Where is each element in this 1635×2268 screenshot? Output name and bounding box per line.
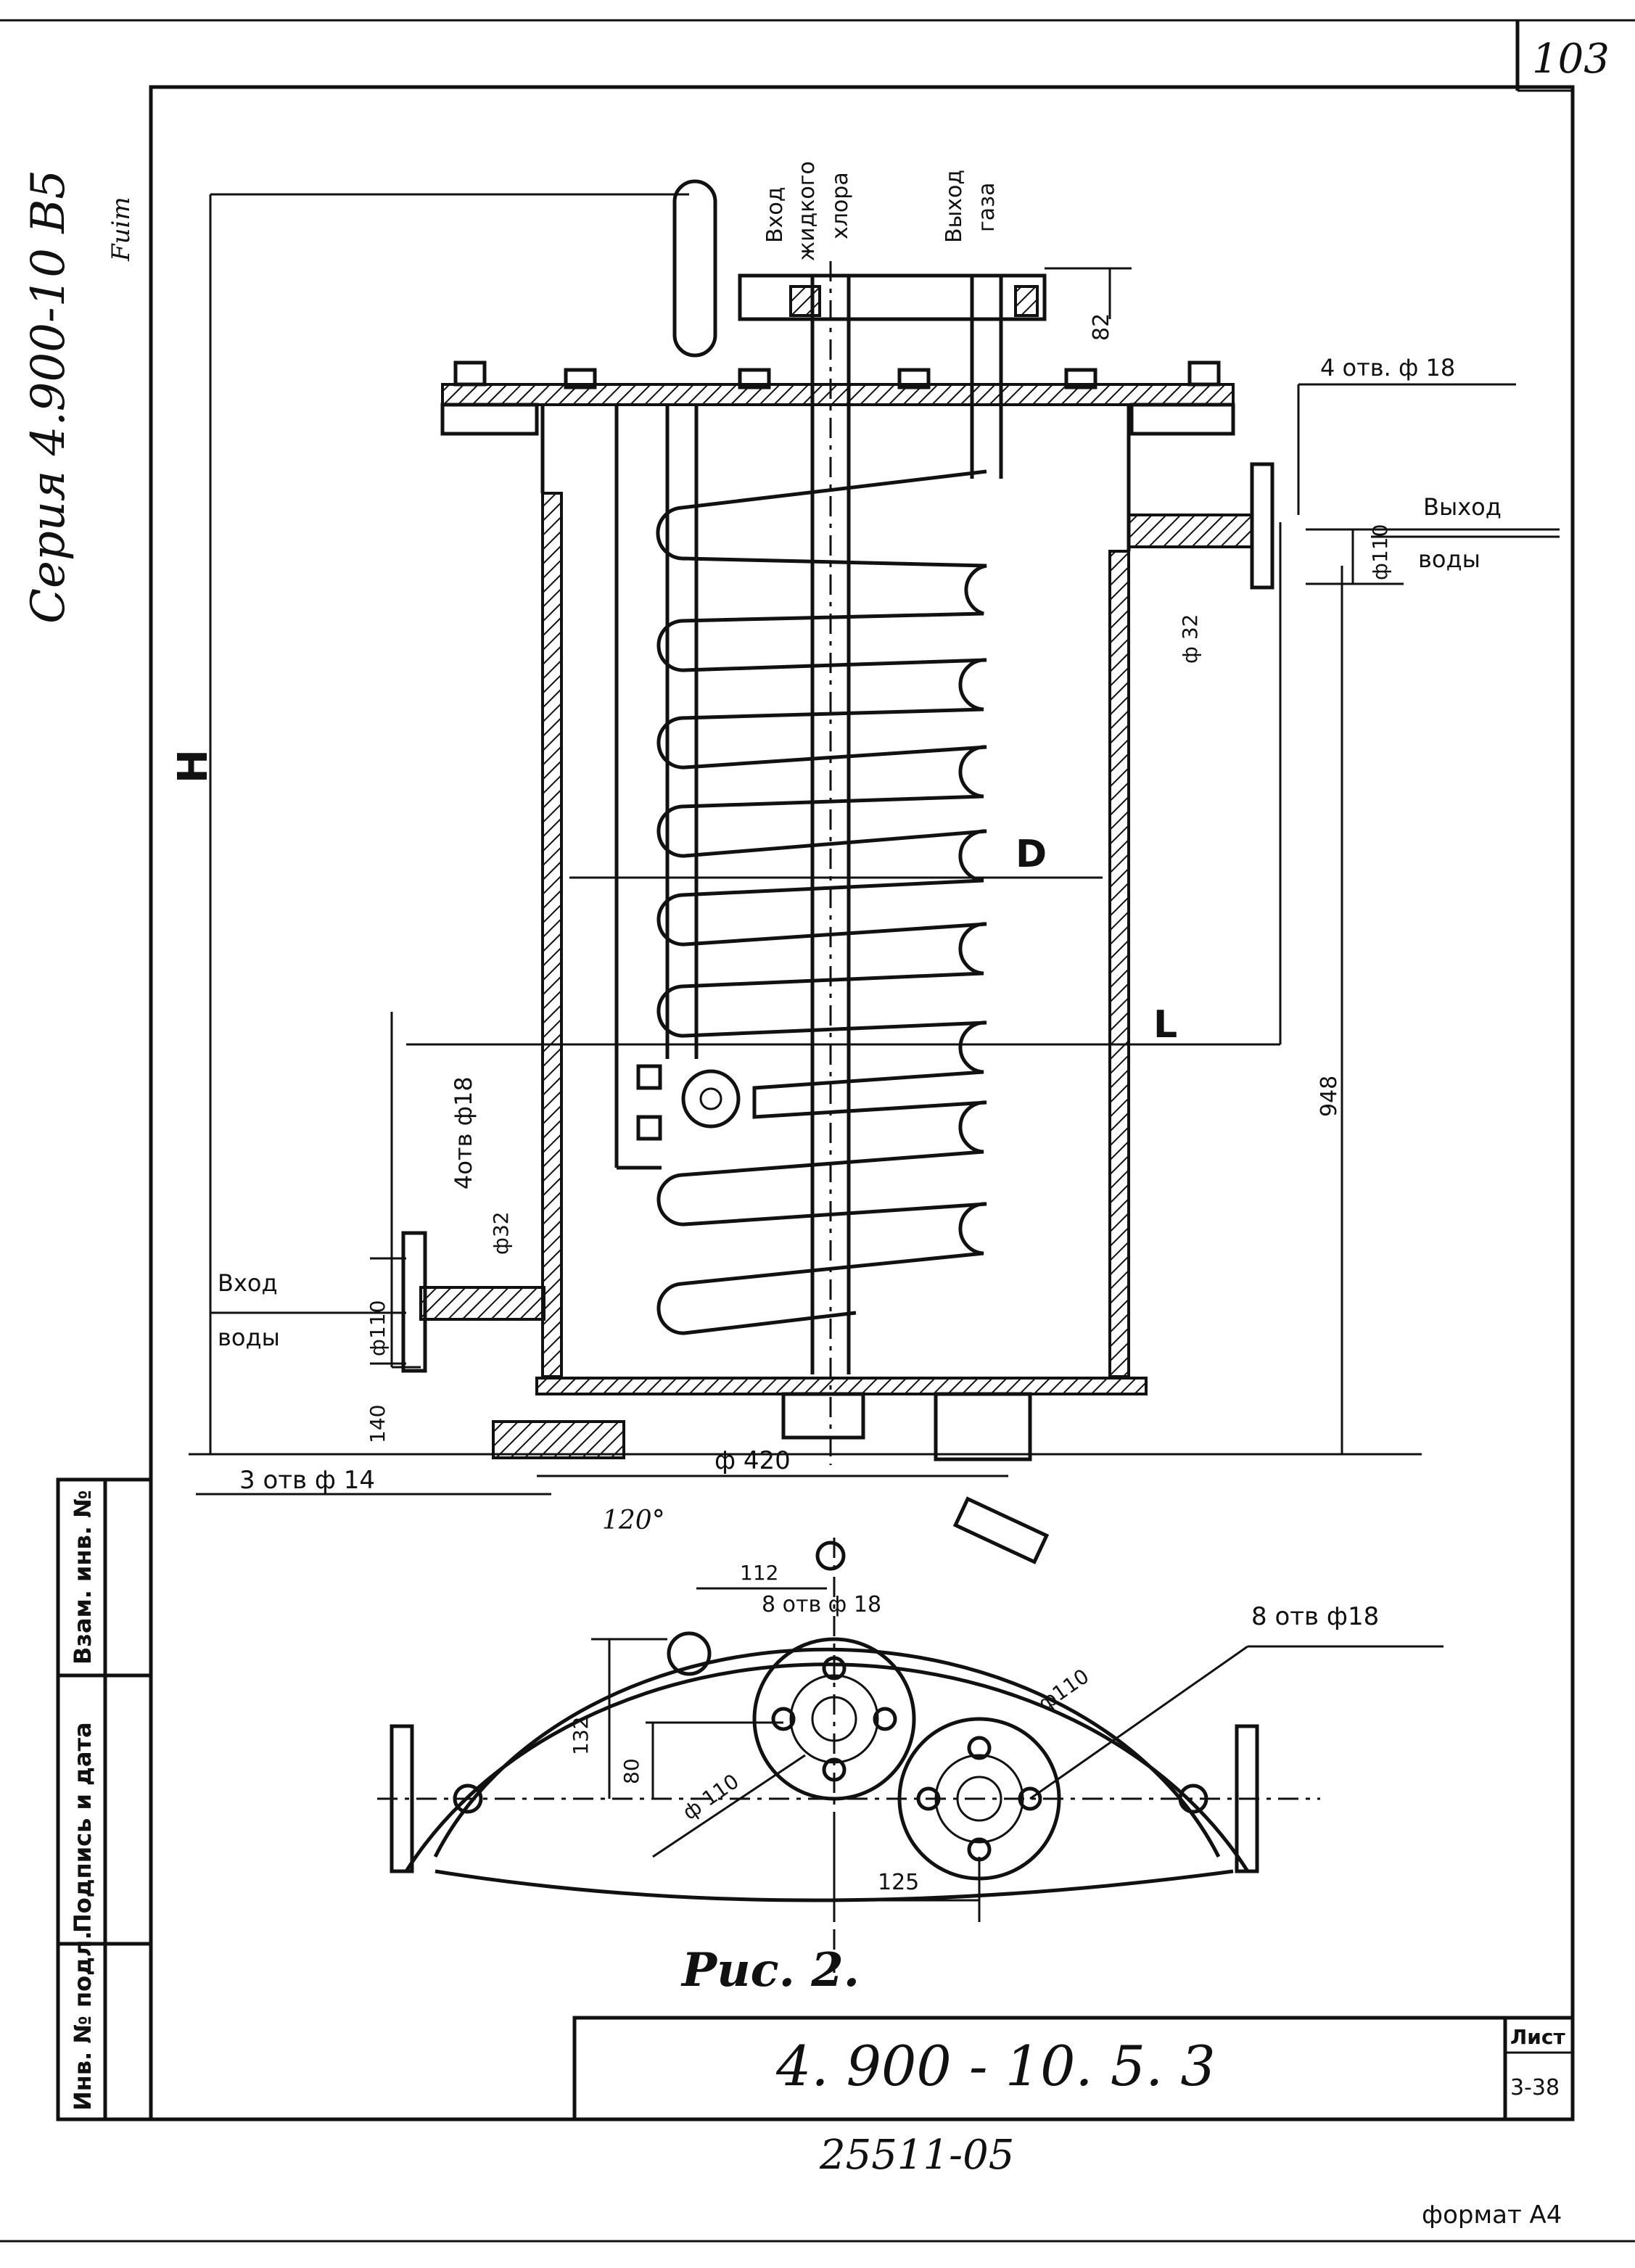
signature: Fuim <box>107 197 136 262</box>
inventory-stamp: 25511-05 <box>819 2132 1014 2179</box>
holes-8-b: 8 отв ф18 <box>1251 1602 1379 1631</box>
water-in-1: Вход <box>218 1269 278 1297</box>
dimension-lines <box>189 193 1560 1496</box>
label-outlet-gas-2: газа <box>974 183 1000 232</box>
page-number: 103 <box>1532 36 1610 83</box>
sheet-number: 3-38 <box>1510 2075 1560 2100</box>
drawing-code: 4. 900 - 10. 5. 3 <box>775 2034 1216 2098</box>
dim-132: 132 <box>569 1717 593 1755</box>
dim-948: 948 <box>1317 1076 1342 1117</box>
water-out-1: Выход <box>1423 493 1502 521</box>
holes-left: 4отв ф18 <box>450 1076 477 1189</box>
angle-120: 120° <box>602 1506 665 1535</box>
vessel-labels: Вход жидкого хлора Выход газа 82 4 отв. … <box>170 161 1502 1535</box>
dim-L: L <box>1153 1003 1177 1047</box>
title-block <box>572 2016 1575 2121</box>
water-in-2: воды <box>218 1324 280 1351</box>
stamp-inv-podl: Инв. № подл. <box>69 1931 96 2111</box>
dim-80: 80 <box>619 1758 643 1784</box>
vessel-section <box>401 179 1274 1465</box>
series-label: Серия 4.900-10 В5 <box>22 170 75 624</box>
label-inlet-chlorine-1: Вход <box>762 187 788 243</box>
side-stamp-labels: Инв. № подл. Подпись и дата Взам. инв. № <box>69 1490 96 2111</box>
water-out-2: воды <box>1418 545 1480 573</box>
dia-110-b: ф110 <box>1034 1664 1093 1715</box>
dia-420: ф 420 <box>714 1446 791 1475</box>
holes-base: 3 отв ф 14 <box>239 1466 375 1495</box>
dia-110-left: ф110 <box>366 1300 390 1356</box>
dim-H: H <box>170 749 217 783</box>
dia-110-a: ф 110 <box>678 1769 744 1825</box>
format-label: формат А4 <box>1422 2201 1562 2230</box>
dim-140: 140 <box>366 1405 390 1443</box>
holes-top-right: 4 отв. ф 18 <box>1320 354 1455 382</box>
holes-8-a: 8 отв ф 18 <box>762 1592 881 1617</box>
stamp-vzam: Взам. инв. № <box>69 1490 96 1665</box>
dim-D: D <box>1016 833 1047 876</box>
dia-32-left: ф32 <box>489 1211 513 1255</box>
label-inlet-chlorine-2: жидкого <box>794 161 820 261</box>
label-outlet-gas-1: Выход <box>942 170 967 243</box>
sheet-label: Лист <box>1510 2025 1565 2049</box>
dia-110-right: ф110 <box>1368 524 1392 580</box>
dim-112: 112 <box>740 1561 778 1585</box>
dia-32-right: ф 32 <box>1178 614 1202 664</box>
figure-caption: Рис. 2. <box>680 1943 860 1997</box>
stamp-podpis: Подпись и дата <box>69 1722 96 1933</box>
plan-view <box>377 1496 1444 1973</box>
dim-125: 125 <box>878 1870 919 1895</box>
label-inlet-chlorine-3: хлора <box>828 172 853 239</box>
dim-82: 82 <box>1089 313 1114 341</box>
coil <box>656 469 987 1335</box>
side-stamp <box>56 1477 153 2121</box>
